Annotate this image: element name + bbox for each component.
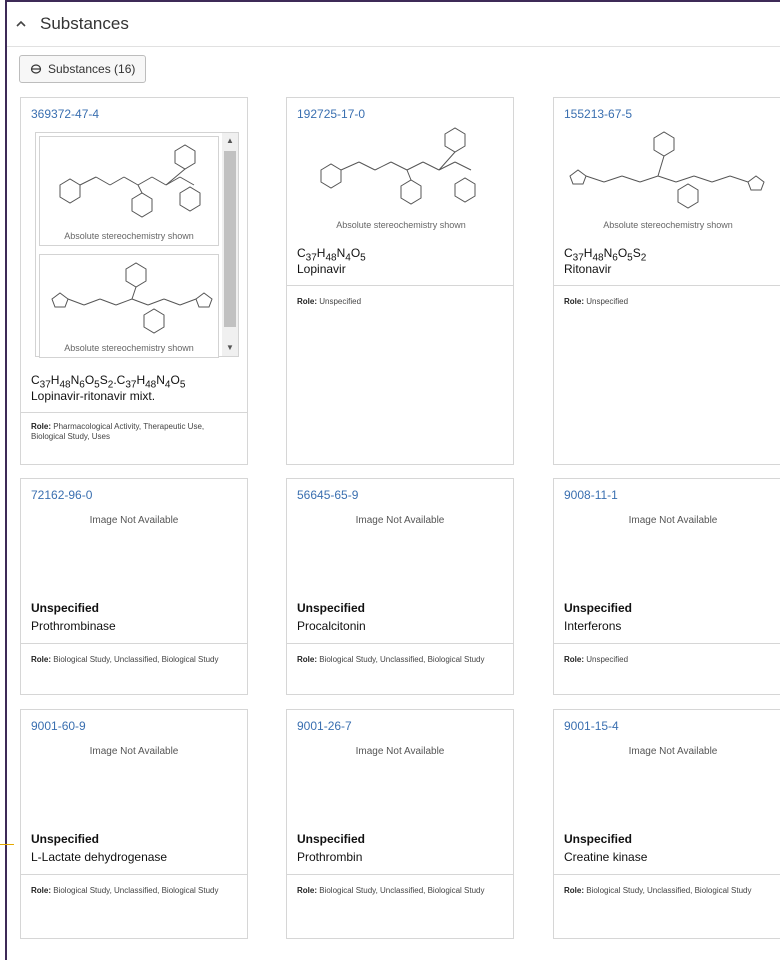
substance-card[interactable]: 56645-65-9 Image Not Available Unspecifi…: [286, 478, 514, 695]
section-title: Substances: [40, 14, 129, 33]
cas-link[interactable]: 9001-60-9: [31, 719, 86, 733]
structure-image: Absolute stereochemistry shown: [558, 126, 778, 234]
card-divider: [21, 874, 247, 875]
image-not-available: Image Not Available: [628, 746, 718, 757]
substance-name: Lopinavir-ritonavir mixt.: [31, 389, 156, 403]
structure-caption: Absolute stereochemistry shown: [603, 220, 733, 230]
substance-role: Role: Pharmacological Activity, Therapeu…: [31, 422, 205, 441]
substance-role: Role: Biological Study, Unclassified, Bi…: [297, 886, 485, 895]
substance-type: Unspecified: [297, 832, 366, 846]
structure-caption: Absolute stereochemistry shown: [64, 343, 194, 353]
structure-scrollbar[interactable]: ▲ ▼: [222, 133, 238, 356]
substances-count-button[interactable]: Substances (16): [19, 55, 147, 83]
cas-link[interactable]: 9008-11-1: [564, 488, 618, 502]
cas-link[interactable]: 155213-67-5: [564, 107, 633, 121]
substance-role: Role: Unspecified: [564, 655, 629, 664]
chevron-up-icon[interactable]: [14, 17, 28, 31]
cas-link[interactable]: 56645-65-9: [297, 488, 359, 502]
structure-thumbnail: Absolute stereochemistry shown: [39, 254, 219, 358]
molecular-formula: C37H48N4O5: [297, 246, 366, 264]
substance-type: Unspecified: [31, 832, 100, 846]
ritonavir-structure: [569, 131, 765, 209]
substance-role: Role: Unspecified: [564, 297, 629, 306]
substance-role: Role: Biological Study, Unclassified, Bi…: [31, 886, 219, 895]
molecular-formula: C37H48N6O5S2: [564, 246, 647, 264]
card-divider: [287, 643, 513, 644]
substance-name: Prothrombin: [297, 850, 363, 864]
scroll-down-icon[interactable]: ▼: [226, 343, 234, 352]
substance-card[interactable]: 9001-60-9 Image Not Available Unspecifie…: [20, 709, 248, 939]
substance-type: Unspecified: [31, 601, 100, 615]
section-header[interactable]: Substances: [14, 14, 129, 34]
substance-role: Role: Biological Study, Unclassified, Bi…: [297, 655, 485, 664]
cas-link[interactable]: 9001-26-7: [297, 719, 352, 733]
lopinavir-structure: [320, 127, 476, 205]
results-frame: [5, 0, 780, 960]
substances-count-label: Substances (16): [48, 62, 136, 76]
card-divider: [287, 285, 513, 286]
focus-marker: [0, 844, 14, 845]
image-not-available: Image Not Available: [355, 746, 445, 757]
image-not-available: Image Not Available: [355, 515, 445, 526]
substance-card[interactable]: 155213-67-5 Absolute stereochemistry sho…: [553, 97, 780, 465]
substance-role: Role: Biological Study, Unclassified, Bi…: [31, 655, 219, 664]
structure-thumbnail: Absolute stereochemistry shown: [39, 136, 219, 246]
substance-type: Unspecified: [564, 601, 633, 615]
cas-link[interactable]: 369372-47-4: [31, 107, 100, 121]
scrollbar-thumb[interactable]: [224, 151, 236, 327]
substance-card[interactable]: 9001-26-7 Image Not Available Unspecifie…: [286, 709, 514, 939]
lopinavir-structure: [59, 144, 201, 218]
substance-card[interactable]: 9001-15-4 Image Not Available Unspecifie…: [553, 709, 780, 939]
substance-name: Creatine kinase: [564, 850, 648, 864]
structure-caption: Absolute stereochemistry shown: [336, 220, 466, 230]
cas-link[interactable]: 9001-15-4: [564, 719, 619, 733]
card-divider: [21, 412, 247, 413]
substance-card[interactable]: 192725-17-0 Absolute stereochemistry sho…: [286, 97, 514, 465]
substance-name: Procalcitonin: [297, 619, 366, 633]
scroll-up-icon[interactable]: ▲: [226, 136, 234, 145]
card-divider: [287, 874, 513, 875]
substance-name: Interferons: [564, 619, 622, 633]
image-not-available: Image Not Available: [89, 746, 179, 757]
cas-link[interactable]: 192725-17-0: [297, 107, 366, 121]
substance-card[interactable]: 369372-47-4 Absolute stereochemistry sho…: [20, 97, 248, 465]
substance-name: Ritonavir: [564, 262, 612, 276]
image-not-available: Image Not Available: [89, 515, 179, 526]
cas-link[interactable]: 72162-96-0: [31, 488, 93, 502]
image-not-available: Image Not Available: [628, 515, 718, 526]
substance-card[interactable]: 9008-11-1 Image Not Available Unspecifie…: [553, 478, 780, 695]
card-divider: [554, 643, 780, 644]
substance-name: L-Lactate dehydrogenase: [31, 850, 168, 864]
card-divider: [554, 874, 780, 875]
card-divider: [21, 643, 247, 644]
card-divider: [554, 285, 780, 286]
substance-icon: [30, 64, 42, 74]
ritonavir-structure: [51, 262, 213, 334]
substance-name: Lopinavir: [297, 262, 346, 276]
substance-card[interactable]: 72162-96-0 Image Not Available Unspecifi…: [20, 478, 248, 695]
structure-viewer: Absolute stereochemistry shown Absolute …: [35, 132, 239, 358]
substance-role: Role: Unspecified: [297, 297, 362, 306]
header-divider: [7, 46, 780, 47]
structure-image: Absolute stereochemistry shown: [297, 126, 505, 234]
substance-type: Unspecified: [297, 601, 366, 615]
substance-type: Unspecified: [564, 832, 633, 846]
substance-name: Prothrombinase: [31, 619, 116, 633]
substance-role: Role: Biological Study, Unclassified, Bi…: [564, 886, 752, 895]
molecular-formula: C37H48N6O5S2.C37H48N4O5: [31, 373, 186, 391]
structure-caption: Absolute stereochemistry shown: [64, 231, 194, 241]
